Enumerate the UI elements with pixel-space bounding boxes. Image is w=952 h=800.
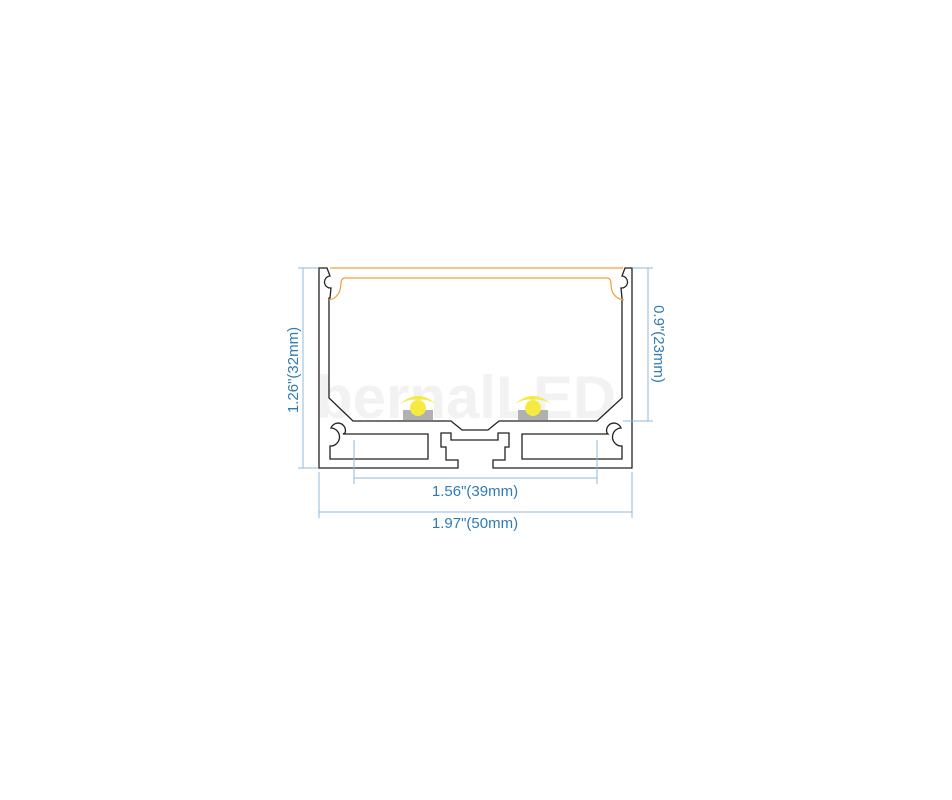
inner-height-dimension-label: 0.9"(23mm) [650, 305, 667, 383]
dimension-lines [298, 267, 653, 518]
inner-width-dimension-label: 1.56"(39mm) [432, 483, 518, 500]
led-left [400, 396, 436, 420]
diffuser-lens [328, 267, 625, 301]
led-right [515, 396, 551, 420]
watermark: bernalLED [316, 364, 616, 431]
width-dimension-label: 1.97"(50mm) [432, 515, 518, 532]
aluminum-profile [318, 267, 633, 469]
height-dimension-label: 1.26"(32mm) [285, 327, 302, 413]
